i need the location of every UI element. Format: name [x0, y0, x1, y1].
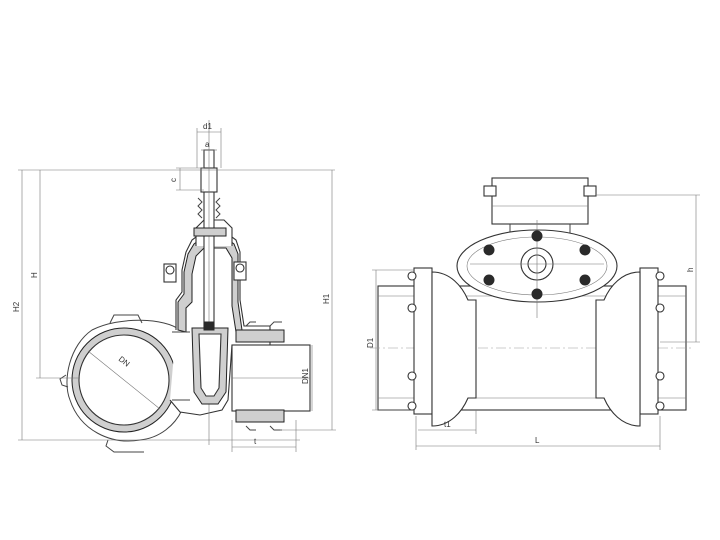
bonnet-bolt-5	[531, 288, 543, 300]
gate-wedge-inner	[198, 333, 222, 397]
bonnet-bolt-2	[531, 230, 543, 242]
dn1-label: DN1	[301, 367, 310, 384]
right-coupling-body	[595, 271, 641, 427]
gland-spring	[197, 197, 221, 219]
c-label: c	[169, 178, 178, 182]
right-flange	[639, 267, 659, 415]
left-bolt-2	[407, 303, 417, 313]
pipe-lug-left	[59, 374, 69, 388]
pipe-lug-top	[109, 314, 143, 324]
top-housing-cap	[483, 185, 497, 197]
left-coupling-body	[431, 271, 477, 427]
L-label: L	[535, 436, 540, 445]
gland-nut	[193, 227, 227, 237]
bolt-left-head	[165, 265, 175, 275]
gate-nut	[203, 321, 215, 331]
right-bolt-1	[655, 271, 665, 281]
side-view: D1 t1 L h	[366, 177, 700, 450]
top-housing	[491, 177, 589, 225]
right-bolt-2	[655, 303, 665, 313]
h-label-r: h	[686, 268, 695, 272]
t-label: t	[254, 437, 257, 446]
right-bolt-4	[655, 401, 665, 411]
dn-dimension-line	[87, 350, 161, 410]
left-bolt-1	[407, 271, 417, 281]
D1-label: D1	[366, 337, 375, 348]
h1-label: H1	[322, 293, 331, 304]
a-label: a	[205, 140, 210, 149]
bonnet-bolt-3	[579, 244, 591, 256]
left-bolt-4	[407, 401, 417, 411]
right-bolt-3	[655, 371, 665, 381]
left-flange	[413, 267, 433, 415]
bolt-right-head	[235, 263, 245, 273]
branch-neck	[172, 331, 190, 401]
bonnet-bolt-4	[483, 274, 495, 286]
d1-label: d1	[203, 122, 212, 131]
section-view: DN	[12, 120, 336, 453]
bonnet-bolt-1	[483, 244, 495, 256]
t1-label: t1	[444, 420, 451, 429]
h-label: H	[30, 272, 39, 278]
bonnet-bolt-6	[579, 274, 591, 286]
left-bolt-3	[407, 371, 417, 381]
top-housing-cap-r	[583, 185, 597, 197]
pipe-lug-bottom	[105, 439, 144, 453]
outlet-coupling-bottom	[235, 409, 285, 423]
h2-label: H2	[12, 301, 21, 312]
outlet-clamp	[245, 321, 282, 431]
outlet-coupling	[235, 329, 285, 343]
